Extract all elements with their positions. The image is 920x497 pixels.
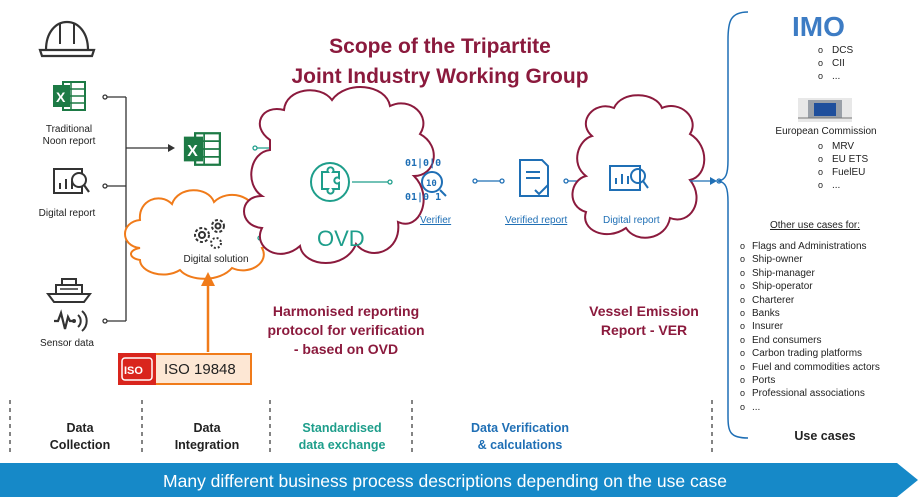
gears-icon: [194, 219, 225, 249]
title-line-2: Joint Industry Working Group: [291, 65, 589, 88]
harmonised-protocol-text: Harmonised reporting protocol for verifi…: [267, 303, 425, 357]
phase-separators: [9, 400, 713, 452]
european-commission-logo-icon: [798, 98, 852, 122]
imo-logo: IMO: [792, 10, 864, 42]
ec-item: EU ETS: [818, 153, 868, 166]
hard-hat-icon: [38, 20, 96, 58]
phase-use-cases: Use cases: [794, 429, 856, 443]
verified-document-icon: [519, 159, 549, 197]
use-case-item: Ship-operator: [740, 280, 918, 294]
european-commission-label: European Commission: [775, 126, 877, 137]
svg-text:ISO: ISO: [124, 365, 143, 377]
sensor-data-label: Sensor data: [40, 338, 94, 349]
iso-arrow: [201, 272, 215, 352]
use-case-item: Ship-manager: [740, 267, 918, 281]
digital-report-cloud-label: Digital report: [603, 215, 660, 226]
puzzle-icon: [310, 162, 350, 202]
digital-solution-label: Digital solution: [183, 254, 249, 265]
use-case-item: Insurer: [740, 320, 918, 334]
sensor-icon: [54, 309, 88, 332]
svg-text:X: X: [187, 143, 198, 160]
ver-text: Vessel Emission Report - VER: [589, 303, 699, 338]
banner-arrow: [0, 463, 918, 497]
other-use-cases-heading: Other use cases for:: [770, 220, 861, 231]
imo-item: DCS: [818, 44, 853, 57]
use-case-item: ...: [740, 401, 918, 415]
verifier-link[interactable]: Verifier: [420, 215, 452, 226]
use-case-item: Ports: [740, 374, 918, 388]
use-case-item: Banks: [740, 307, 918, 321]
phase-data-collection: Data Collection: [49, 421, 111, 452]
use-case-item: End consumers: [740, 334, 918, 348]
iso-standard-box: ISO ISO 19848: [118, 353, 252, 385]
use-case-item: Charterer: [740, 294, 918, 308]
use-case-item: Fuel and commodities actors: [740, 361, 918, 375]
svg-text:IMO: IMO: [792, 11, 845, 40]
banner-text: Many different business process descript…: [163, 471, 727, 491]
svg-text:10: 10: [426, 179, 437, 189]
digital-report-icon: [53, 168, 90, 194]
ec-list: MRV EU ETS FuelEU ...: [818, 140, 868, 192]
svg-text:X: X: [56, 89, 66, 105]
ovd-verifier-connector: [352, 179, 393, 185]
ec-item: MRV: [818, 140, 868, 153]
imo-item: CII: [818, 57, 853, 70]
svg-text:01|0 1: 01|0 1: [405, 192, 441, 203]
other-use-cases-list: Flags and Administrations Ship-owner Shi…: [740, 240, 918, 415]
use-case-item: Flags and Administrations: [740, 240, 918, 254]
excel-icon: X: [53, 81, 86, 111]
imo-item: ...: [818, 70, 853, 83]
ship-icon: [46, 278, 92, 303]
diagram-title: Scope of the Tripartite Joint Industry W…: [290, 32, 590, 92]
excel-icon: X: [183, 132, 221, 166]
iso-logo-icon: ISO: [118, 353, 156, 385]
iso-label: ISO 19848: [164, 361, 236, 378]
use-case-item: Professional associations: [740, 387, 918, 401]
use-cases-brace: [717, 11, 749, 439]
verifier-report-connector: [472, 178, 505, 184]
title-line-1: Scope of the Tripartite: [329, 35, 551, 58]
binary-magnifier-icon: 01|0|0 01|0 1 10: [405, 158, 447, 203]
verified-report-link[interactable]: Verified report: [505, 215, 568, 226]
phase-standardised-exchange: Standardised data exchange: [298, 421, 386, 452]
imo-logo-icon: IMO: [792, 11, 845, 42]
ec-item: ...: [818, 179, 868, 192]
ovd-label: OVD: [317, 226, 365, 251]
imo-list: DCS CII ...: [818, 44, 853, 83]
phase-data-integration: Data Integration: [174, 421, 240, 452]
use-case-item: Ship-owner: [740, 253, 918, 267]
chart-magnifier-icon: [609, 165, 649, 191]
svg-text:01|0|0: 01|0|0: [405, 158, 441, 169]
phase-data-verification: Data Verification & calculations: [471, 421, 569, 452]
digital-report-label: Digital report: [38, 208, 96, 219]
ec-item: FuelEU: [818, 166, 868, 179]
use-case-item: Carbon trading platforms: [740, 347, 918, 361]
noon-report-label: Traditional Noon report: [42, 124, 96, 147]
